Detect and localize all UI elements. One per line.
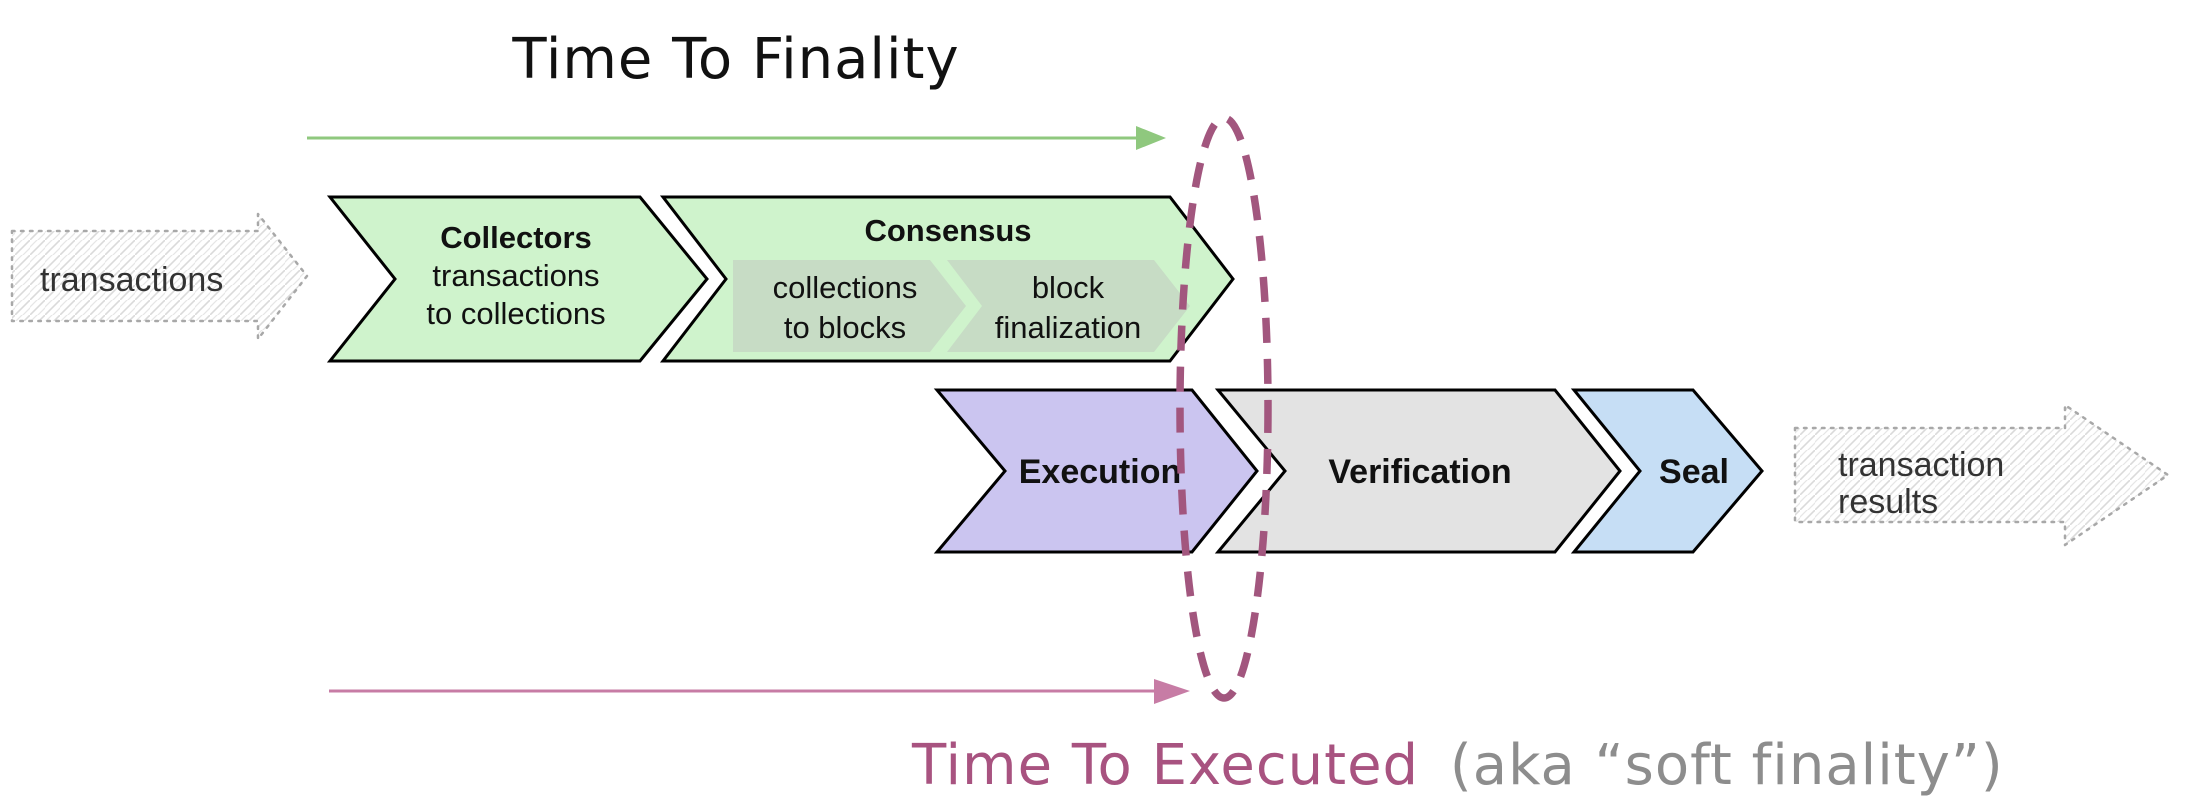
transactions-input-label: transactions [40, 261, 223, 299]
time-to-finality-arrowhead-icon [1136, 126, 1166, 150]
consensus-substage-collections-line2: to blocks [784, 310, 906, 345]
soft-finality-boundary-ellipse [1176, 114, 1272, 702]
collectors-stage-line1: transactions [432, 258, 599, 293]
transaction-results-output-arrow-icon [1793, 403, 2170, 547]
consensus-stage-title: Consensus [864, 213, 1031, 248]
execution-stage-title: Execution [1019, 453, 1181, 491]
seal-stage-title: Seal [1659, 453, 1729, 491]
consensus-substage-finalization-line1: block [1032, 270, 1105, 305]
transaction-results-label-line2: results [1838, 483, 1938, 521]
time-to-finality-label: Time To Finality [511, 27, 959, 92]
time-to-executed-label-main: Time To Executed [911, 733, 1419, 798]
collectors-stage-line2: to collections [426, 296, 605, 331]
transactions-input-arrow-icon [10, 212, 309, 341]
collectors-stage-title: Collectors [440, 220, 592, 255]
transaction-results-label-line1: transaction [1838, 446, 2004, 484]
consensus-substage-collections-shape [733, 260, 966, 352]
time-to-executed-arrowhead-icon [1154, 679, 1190, 704]
verification-stage-title: Verification [1328, 453, 1511, 491]
consensus-substage-collections-line1: collections [773, 270, 918, 305]
seal-stage-shape [1570, 388, 1764, 554]
time-to-executed-label: Time To Executed (aka “soft finality”) [911, 733, 2004, 798]
verification-stage-shape [1214, 388, 1622, 554]
collectors-stage-shape [326, 195, 709, 363]
consensus-substage-finalization-shape [947, 260, 1190, 352]
time-to-executed-label-annotation: (aka “soft finality”) [1450, 733, 2004, 798]
consensus-substage-finalization-line2: finalization [995, 310, 1141, 345]
